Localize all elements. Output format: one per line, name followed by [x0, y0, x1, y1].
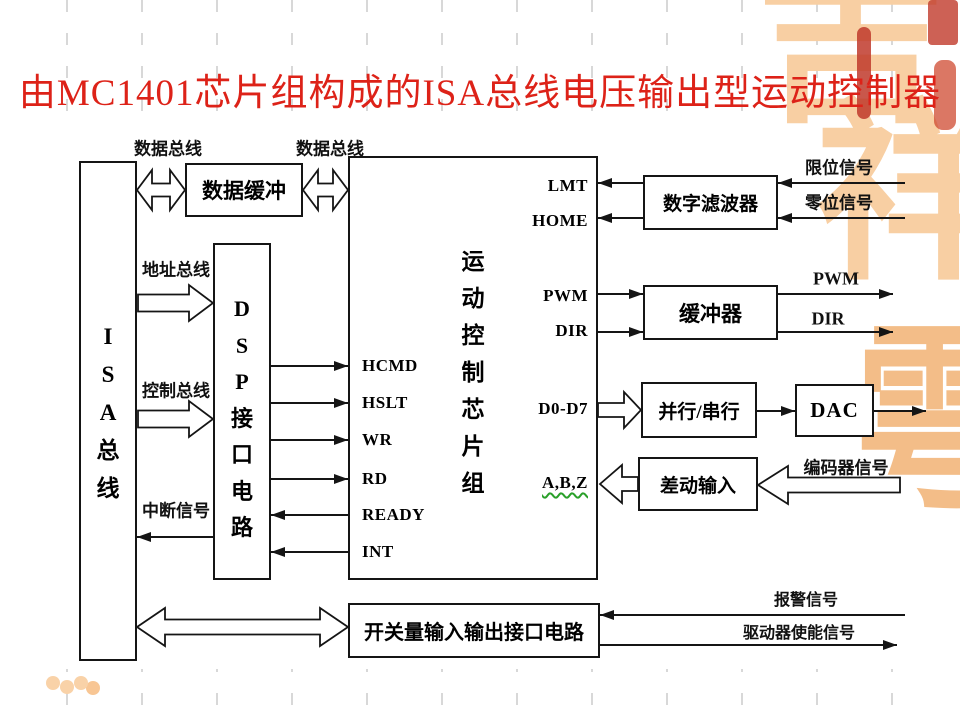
arrow-abz [598, 463, 639, 505]
chipset-char: 运 [461, 249, 485, 274]
pin-lmt: LMT [547, 176, 588, 195]
line-dac-out [874, 406, 926, 416]
block-differential-input: 差动输入 [638, 457, 758, 511]
pin-hslt: HSLT [362, 393, 408, 412]
dsp-char: S [235, 332, 249, 358]
chipset-char: 芯 [461, 397, 485, 422]
dsp-char: 电 [230, 478, 253, 504]
chipset-char: 控 [461, 323, 485, 348]
block-digital-filter: 数字滤波器 [643, 175, 778, 230]
line-dir-out [778, 327, 893, 337]
pin-wr: WR [362, 430, 393, 449]
pin-pwm: PWM [543, 286, 588, 305]
block-isa-bus-label: I S A 总 线 [79, 318, 137, 508]
line-pwm-out [778, 289, 893, 299]
chipset-char: 组 [461, 471, 485, 496]
pin-ready: READY [362, 505, 425, 524]
line-filter-to-home [598, 213, 643, 223]
label-zero-signal: 零位信号 [805, 193, 873, 213]
line-hslt [271, 398, 348, 408]
label-control-bus: 控制总线 [142, 381, 210, 401]
label-pwm-out: PWM [813, 268, 859, 289]
line-pwm-to-buffer [598, 289, 643, 299]
block-parallel-serial-label: 并行/串行 [658, 401, 740, 423]
line-filter-to-lmt [598, 178, 643, 188]
label-interrupt: 中断信号 [142, 501, 210, 521]
dsp-char: P [235, 369, 249, 394]
line-wr [271, 435, 348, 445]
block-dac: DAC [795, 384, 874, 437]
line-dir-to-buffer [598, 327, 643, 337]
block-isa-bus [79, 161, 137, 661]
label-limit-signal: 限位信号 [805, 158, 873, 178]
dsp-char: 路 [230, 515, 253, 540]
pin-home: HOME [532, 211, 588, 230]
block-parallel-serial: 并行/串行 [641, 382, 757, 438]
line-interrupt [137, 532, 213, 542]
pin-int: INT [362, 542, 394, 561]
isa-char: 线 [96, 476, 120, 501]
arrow-switch-io-bus [135, 606, 350, 648]
arrow-control-bus [137, 399, 215, 439]
pin-rd: RD [362, 469, 388, 488]
line-drive-enable [600, 640, 897, 650]
line-rd [271, 474, 348, 484]
line-ps-to-dac [757, 406, 795, 416]
label-dir-out: DIR [811, 308, 845, 329]
chipset-char: 片 [461, 434, 485, 459]
isa-char: 总 [96, 438, 120, 463]
dsp-char: 接 [230, 405, 253, 431]
isa-char: A [99, 400, 117, 425]
arrow-data-bus-right [301, 167, 350, 213]
chipset-char: 制 [461, 360, 485, 385]
block-differential-input-label: 差动输入 [659, 475, 736, 497]
label-encoder-signal: 编码器信号 [803, 458, 889, 478]
line-alarm-signal [600, 610, 905, 620]
block-dsp-interface [213, 243, 271, 580]
block-data-buffer: 数据缓冲 [185, 163, 303, 217]
slide-title: 由MC1401芯片组构成的ISA总线电压输出型运动控制器 [18, 73, 942, 114]
line-hcmd [271, 361, 348, 371]
isa-char: I [103, 324, 113, 349]
dsp-char: D [234, 296, 250, 321]
pin-dir: DIR [555, 321, 588, 340]
line-int [271, 547, 348, 557]
arrow-address-bus [137, 283, 215, 323]
arrow-data-bus-left [135, 167, 187, 213]
label-address-bus: 地址总线 [142, 260, 210, 280]
block-dac-label: DAC [810, 398, 859, 422]
isa-char: S [101, 362, 115, 387]
line-zero-signal-in [778, 213, 905, 223]
arrow-d0d7 [597, 389, 643, 431]
arrow-encoder-signal [756, 464, 901, 506]
label-drive-enable: 驱动器使能信号 [742, 625, 856, 642]
block-data-buffer-label: 数据缓冲 [202, 179, 286, 203]
block-switch-io: 开关量输入输出接口电路 [348, 603, 600, 658]
pin-hcmd: HCMD [362, 356, 418, 375]
pin-d0d7: D0-D7 [538, 399, 588, 418]
block-dsp-interface-label: D S P 接 口 电 路 [213, 291, 271, 547]
block-buffer-label: 缓冲器 [679, 301, 742, 326]
label-data-bus-left: 数据总线 [134, 139, 202, 159]
block-digital-filter-label: 数字滤波器 [662, 194, 758, 215]
label-data-bus-right: 数据总线 [296, 139, 364, 159]
line-limit-signal-in [778, 178, 905, 188]
block-motion-chipset [348, 156, 598, 580]
dsp-char: 口 [230, 442, 253, 467]
block-buffer: 缓冲器 [643, 285, 778, 340]
footer-ornament [46, 676, 60, 690]
block-switch-io-label: 开关量输入输出接口电路 [364, 622, 584, 644]
chipset-char: 动 [461, 286, 485, 311]
pin-abz: A,B,Z [542, 473, 588, 492]
label-alarm-signal: 报警信号 [773, 592, 839, 609]
block-motion-chipset-label: 运 动 控 制 芯 片 组 [348, 243, 598, 502]
line-ready [271, 510, 348, 520]
